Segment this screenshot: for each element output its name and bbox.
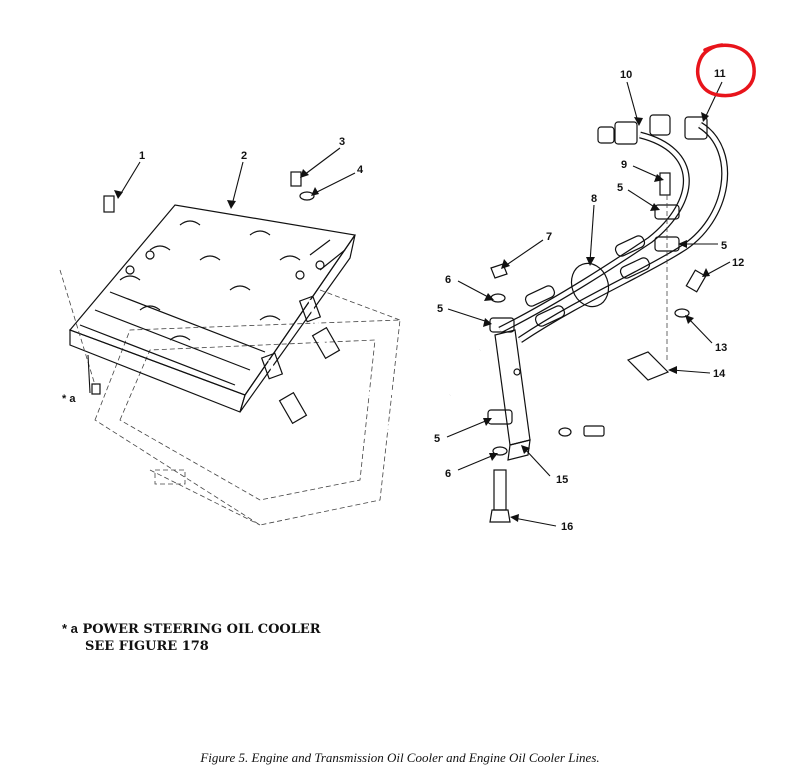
highlight-circle	[696, 43, 756, 98]
callout-6-lower: 6	[445, 468, 451, 480]
hardware	[59, 171, 707, 523]
cooler-lines-lower	[260, 295, 481, 444]
callout-9: 9	[621, 159, 627, 171]
callout-4: 4	[357, 164, 364, 176]
callout-1: 1	[139, 150, 145, 162]
power-steering-note: * a POWER STEERING OIL COOLER SEE FIGURE…	[62, 620, 321, 655]
callout-labels: 1 2 3 4 5 6 7 8 9 5 10 11 5 12 13 14 5 6…	[62, 68, 744, 533]
callout-2: 2	[241, 150, 247, 162]
callout-star-a: * a	[62, 393, 76, 405]
note-marker: * a	[62, 621, 78, 636]
callout-3: 3	[339, 136, 345, 148]
callout-8: 8	[591, 193, 597, 205]
callout-5-lower: 5	[434, 433, 440, 445]
callout-15: 15	[556, 474, 568, 486]
callout-13: 13	[715, 342, 727, 354]
callout-5-right: 5	[721, 240, 727, 252]
retaining-clamp-ring	[570, 262, 610, 308]
note-line-1: POWER STEERING OIL COOLER	[82, 622, 321, 637]
leader-lines	[87, 81, 731, 527]
callout-6-upper: 6	[445, 274, 451, 286]
callout-10: 10	[620, 69, 632, 81]
note-line-2: SEE FIGURE 178	[85, 639, 209, 654]
cooler-lines-upper	[498, 114, 729, 343]
callout-16: 16	[561, 521, 573, 533]
figure-caption: Figure 5. Engine and Transmission Oil Co…	[200, 750, 600, 765]
oil-cooler-core	[68, 204, 357, 413]
callout-14: 14	[713, 368, 726, 380]
mounting-bracket	[494, 329, 531, 461]
callout-12: 12	[732, 257, 744, 269]
callout-7: 7	[546, 231, 552, 243]
callout-11: 11	[714, 68, 726, 80]
callout-5-upper-left: 5	[437, 303, 443, 315]
callout-5-upper-right: 5	[617, 182, 623, 194]
power-steering-cooler-ghost	[94, 289, 401, 526]
